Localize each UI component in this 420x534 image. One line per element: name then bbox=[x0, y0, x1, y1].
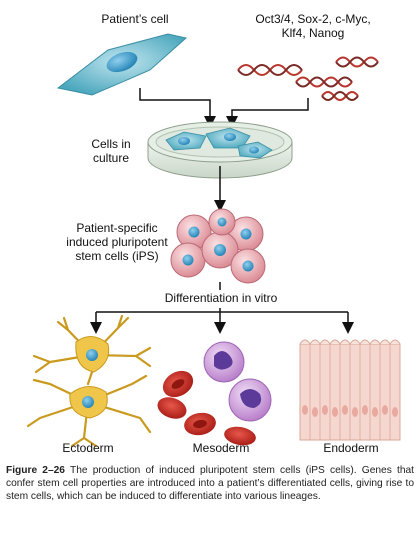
caption-text: The production of induced pluripotent st… bbox=[6, 465, 414, 502]
factors-line-1: Oct3/4, Sox-2, c-Myc, bbox=[255, 12, 371, 26]
differentiation-arrows bbox=[90, 282, 354, 334]
mesoderm-blood-cells bbox=[157, 341, 272, 446]
culture-label: Cells in culture bbox=[80, 137, 142, 165]
ips-line-1: Patient-specific bbox=[76, 221, 158, 235]
factors-line-2: Klf4, Nanog bbox=[281, 26, 345, 40]
mesoderm-label: Mesoderm bbox=[192, 441, 250, 455]
culture-line-1: Cells in bbox=[91, 137, 131, 151]
culture-line-2: culture bbox=[92, 151, 130, 165]
ips-label: Patient-specific induced pluripotent ste… bbox=[56, 221, 178, 263]
endoderm-epithelium bbox=[299, 339, 401, 441]
patient-cell bbox=[56, 33, 188, 96]
dna-strands bbox=[237, 56, 379, 101]
caption-figure-number: Figure 2–26 bbox=[6, 465, 65, 476]
differentiation-label: Differentiation in vitro bbox=[146, 291, 296, 305]
ips-line-2: induced pluripotent bbox=[66, 235, 168, 249]
ips-cell-cluster bbox=[170, 208, 266, 284]
ectoderm-neurons bbox=[26, 314, 152, 448]
factors-label: Oct3/4, Sox-2, c-Myc, Klf4, Nanog bbox=[238, 12, 388, 40]
ectoderm-label: Ectoderm bbox=[62, 441, 114, 455]
endoderm-label: Endoderm bbox=[323, 441, 379, 455]
petri-dish bbox=[147, 121, 293, 179]
figure-caption: Figure 2–26 The production of induced pl… bbox=[6, 464, 414, 503]
patients-cell-label: Patient’s cell bbox=[101, 12, 169, 26]
arrows-to-dish bbox=[139, 88, 309, 128]
cultured-cells bbox=[165, 127, 273, 159]
ips-line-3: stem cells (iPS) bbox=[75, 249, 159, 263]
